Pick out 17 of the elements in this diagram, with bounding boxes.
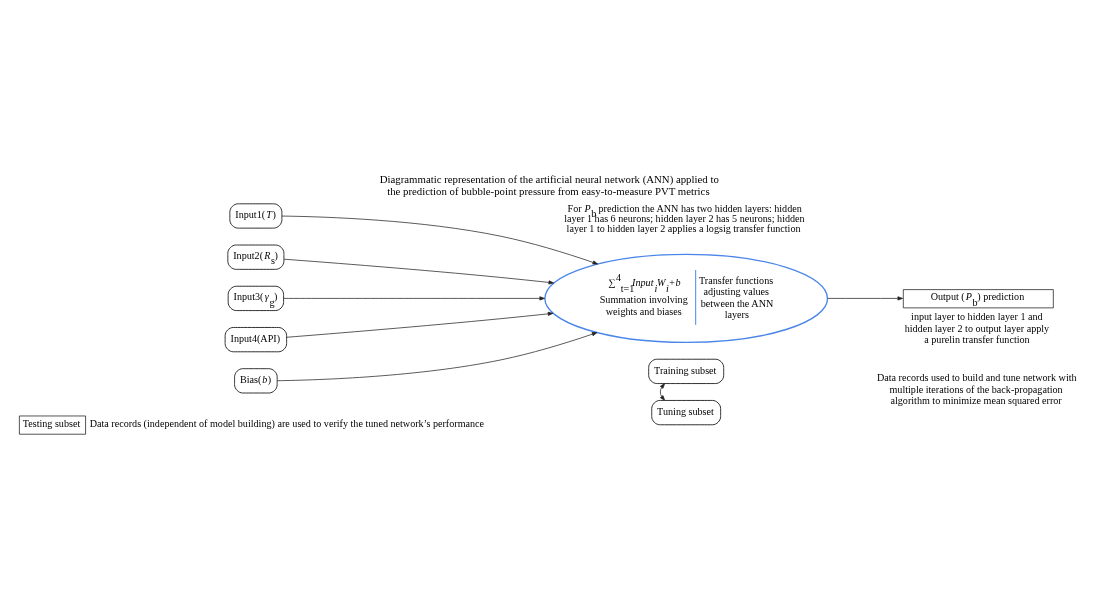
node-box: Bias(b): [234, 368, 278, 394]
node-label: input layer to hidden layer 1 and hidden layer 2 to output layer apply a purelin transfer function: [904, 311, 1050, 345]
arrow: [659, 383, 665, 401]
arrow: [283, 296, 545, 301]
arrow: [277, 332, 598, 382]
label: Data records used to build and tune network with multiple iterations of the back-propagation algorithm to minimize mean squared error: [876, 372, 1077, 407]
arrow: [281, 215, 599, 265]
node-box: Input4(API): [224, 327, 288, 353]
node-box: Testing subset: [19, 415, 86, 435]
arrow: [283, 258, 555, 285]
node-box: Training subset: [648, 358, 725, 384]
node-label: Data records (independent of model building) are used to verify the tuned network’s performance: [89, 418, 485, 430]
node-box: Input1(T): [229, 203, 283, 229]
diagram-title: Diagrammatic representation of the artificial neural network (ANN) applied to the prediction of bubble-point pressure from easy-to-measure PVT metrics: [379, 173, 719, 198]
arrow: [286, 311, 554, 338]
node-box: Tuning subset: [651, 400, 722, 426]
arrow: [827, 296, 903, 301]
